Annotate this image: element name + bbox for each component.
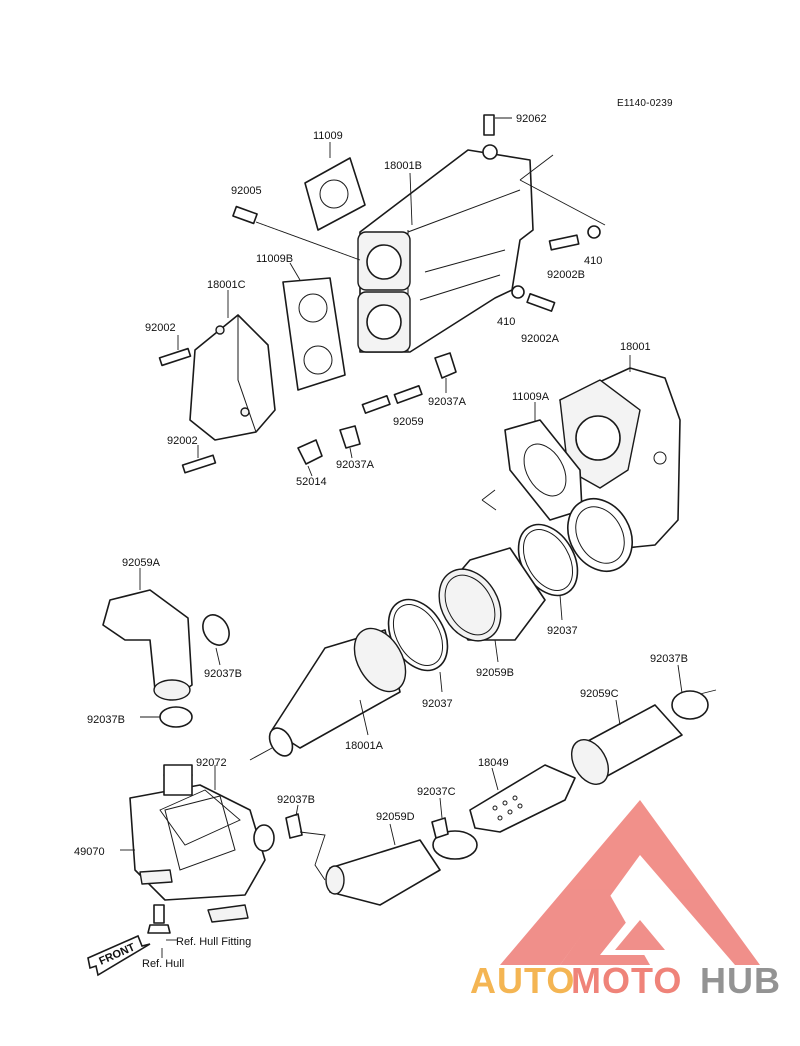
bolt-92005: [232, 205, 361, 261]
label-92072: 92072: [196, 757, 227, 769]
hose-92059C: [570, 699, 683, 785]
label-92002-upper: 92002: [145, 322, 176, 334]
label-92037B-muffler: 92037B: [277, 794, 315, 806]
clamp-92037B-right: [671, 664, 717, 720]
label-92037A-upper: 92037A: [428, 396, 467, 408]
label-92002-lower: 92002: [167, 435, 198, 447]
cone-18001A: [268, 627, 407, 757]
band-92072: [159, 765, 241, 846]
muffler-49070: [120, 764, 275, 923]
label-52014: 52014: [296, 476, 327, 488]
label-92037-middle: 92037: [422, 698, 453, 710]
label-92005: 92005: [231, 185, 262, 197]
clamp-92037C: [431, 797, 478, 860]
label-92037A-lower: 92037A: [336, 459, 375, 471]
diagram-code: E1140-0239: [617, 98, 673, 109]
label-11009B: 11009B: [256, 253, 293, 265]
clamp-92037B-muffler: [285, 804, 326, 881]
chamber-18001-outlet: [567, 498, 633, 572]
hull-fitting: [147, 904, 178, 958]
cover-18001C: [189, 290, 276, 441]
hose-92059D: [325, 823, 441, 906]
label-18001: 18001: [620, 341, 651, 353]
clamp-92037B-left: [140, 706, 193, 728]
label-92002B: 92002B: [547, 269, 585, 281]
bolt-92062: [483, 114, 512, 136]
label-92062: 92062: [516, 113, 547, 125]
label-92037B-right: 92037B: [650, 653, 688, 665]
strainer-18049: [469, 764, 576, 833]
gasket-11009B: [282, 262, 346, 391]
watermark-moto: MOTO: [571, 960, 682, 1001]
label-18001B: 18001B: [384, 160, 422, 172]
watermark-logo: AUTO MOTO HUB: [470, 800, 781, 1001]
bolt-92002A: [511, 285, 556, 312]
label-92037B-left: 92037B: [87, 714, 125, 726]
label-18001A: 18001A: [345, 740, 384, 752]
label-92037-right: 92037: [547, 625, 578, 637]
label-92059: 92059: [393, 416, 424, 428]
label-92037B-elbow: 92037B: [204, 668, 242, 680]
label-ref-hull: Ref. Hull: [142, 958, 184, 970]
front-arrow-icon: FRONT: [87, 934, 151, 977]
gasket-11009: [304, 142, 366, 231]
clamp-92037-middle: [387, 598, 449, 693]
watermark-hub: HUB: [700, 960, 781, 1001]
fitting-52014: [297, 439, 323, 477]
clamp-92037A-lower: [339, 425, 361, 459]
hose-92059: [361, 384, 423, 414]
watermark-auto: AUTO: [470, 960, 575, 1001]
hose-92059B: [438, 547, 546, 663]
label-18049: 18049: [478, 757, 509, 769]
label-410-lower: 410: [497, 316, 515, 328]
label-49070: 49070: [74, 846, 105, 858]
label-92059B: 92059B: [476, 667, 514, 679]
chamber-18001B: [357, 144, 534, 353]
label-11009: 11009: [313, 130, 343, 142]
label-92059C: 92059C: [580, 688, 619, 700]
bolt-92002-lower: [181, 445, 217, 474]
label-ref-hull-fitting: Ref. Hull Fitting: [176, 936, 251, 948]
label-18001C: 18001C: [207, 279, 246, 291]
bolt-92002-upper: [158, 335, 192, 367]
clamp-92037B-elbow: [202, 614, 230, 666]
label-92059D: 92059D: [376, 811, 415, 823]
clamp-92037A-upper: [434, 352, 457, 379]
label-92002A: 92002A: [521, 333, 560, 345]
label-410-upper: 410: [584, 255, 602, 267]
bolt-92002B: [548, 225, 601, 251]
label-92037C: 92037C: [417, 786, 456, 798]
label-92059A: 92059A: [122, 557, 161, 569]
label-11009A: 11009A: [512, 391, 550, 403]
elbow-92059A: [102, 568, 193, 701]
